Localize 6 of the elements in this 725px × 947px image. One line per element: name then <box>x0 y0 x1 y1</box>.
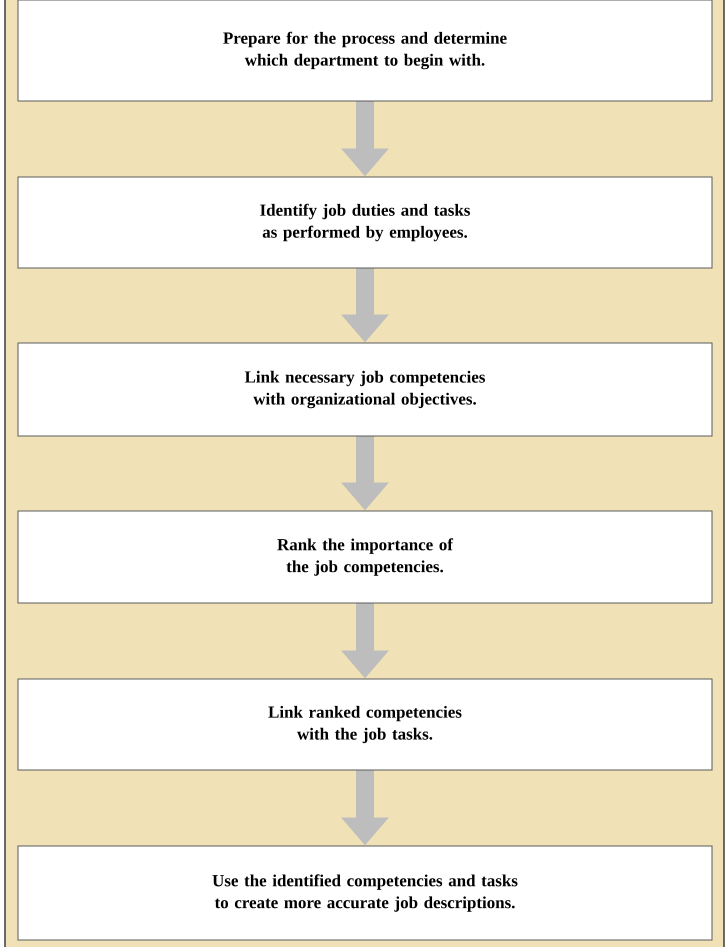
process-box: Identify job duties and tasks as performed by employees. <box>18 176 712 268</box>
process-box: Prepare for the process and determine which department to begin with. <box>18 0 712 102</box>
process-box: Rank the importance of the job competencies. <box>18 510 712 604</box>
process-box: Link necessary job competencies with organizational objectives. <box>18 342 712 436</box>
process-box: Use the identified competencies and tasks to create more accurate job descriptions. <box>18 846 712 940</box>
process-box: Link ranked competencies with the job tasks. <box>18 678 712 770</box>
